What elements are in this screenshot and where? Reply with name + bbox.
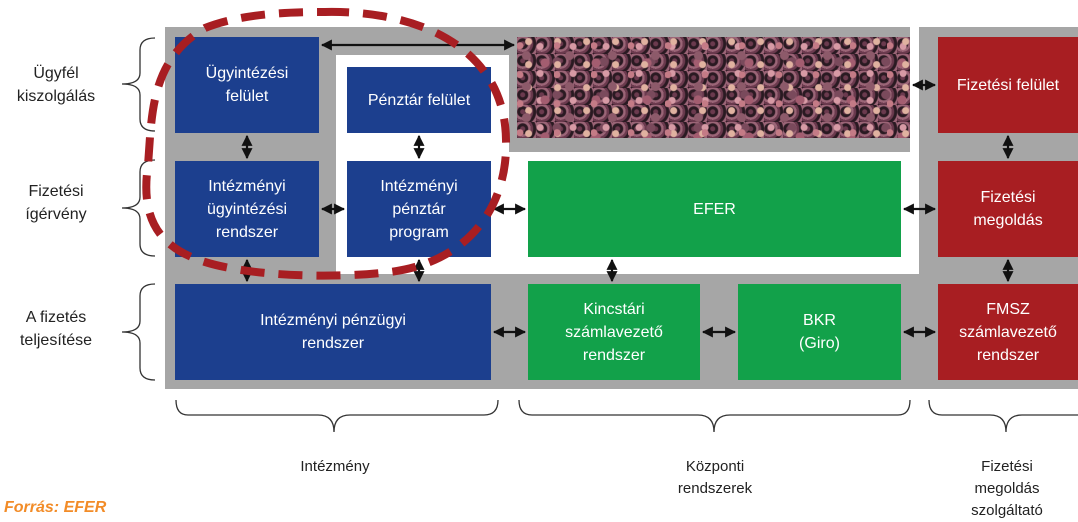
dashed-highlight-outline (142, 7, 511, 280)
fizetesi-felulet-box: Fizetési felület (938, 37, 1078, 133)
brace-row-3 (121, 283, 156, 381)
col-label-central-systems: Központi rendszerek (677, 458, 753, 497)
intezmenyi-ugyintezesi-rendszer-box: Intézményi ügyintézési rendszer (175, 161, 319, 257)
source-caption: Forrás: EFER (4, 499, 107, 516)
intezmenyi-penzugyi-rendszer-box: Intézményi pénzügyi rendszer (175, 284, 491, 380)
fizetesi-megoldas-box: Fizetési megoldás (938, 161, 1078, 257)
bkr-giro-box: BKR (Giro) (738, 284, 901, 380)
brace-col-3 (928, 399, 1078, 433)
row-label-customer-service: Ügyfél kiszolgálás (16, 65, 96, 105)
brace-col-2 (518, 399, 911, 433)
col-label-institution: Intézmény (300, 458, 370, 475)
efer-box: EFER (528, 161, 901, 257)
row-label-payment-fulfillment: A fizetés teljesítése (19, 309, 93, 349)
kincstari-szamlavezeto-rendszer-box: Kincstári számlavezető rendszer (528, 284, 700, 380)
brace-col-1 (175, 399, 499, 433)
crowd-photo (517, 37, 910, 138)
col-label-payment-provider: Fizetési megoldás szolgáltató (971, 458, 1043, 519)
brace-row-2 (121, 159, 156, 257)
brace-row-1 (121, 37, 156, 132)
fmsz-szamlavezeto-rendszer-box: FMSZ számlavezető rendszer (938, 284, 1078, 380)
ugyintezesi-felulet-box: Ügyintézési felület (175, 37, 319, 133)
row-label-payment-claim: Fizetési ígérvény (25, 183, 87, 223)
penztar-felulet-box: Pénztár felület (347, 67, 491, 133)
